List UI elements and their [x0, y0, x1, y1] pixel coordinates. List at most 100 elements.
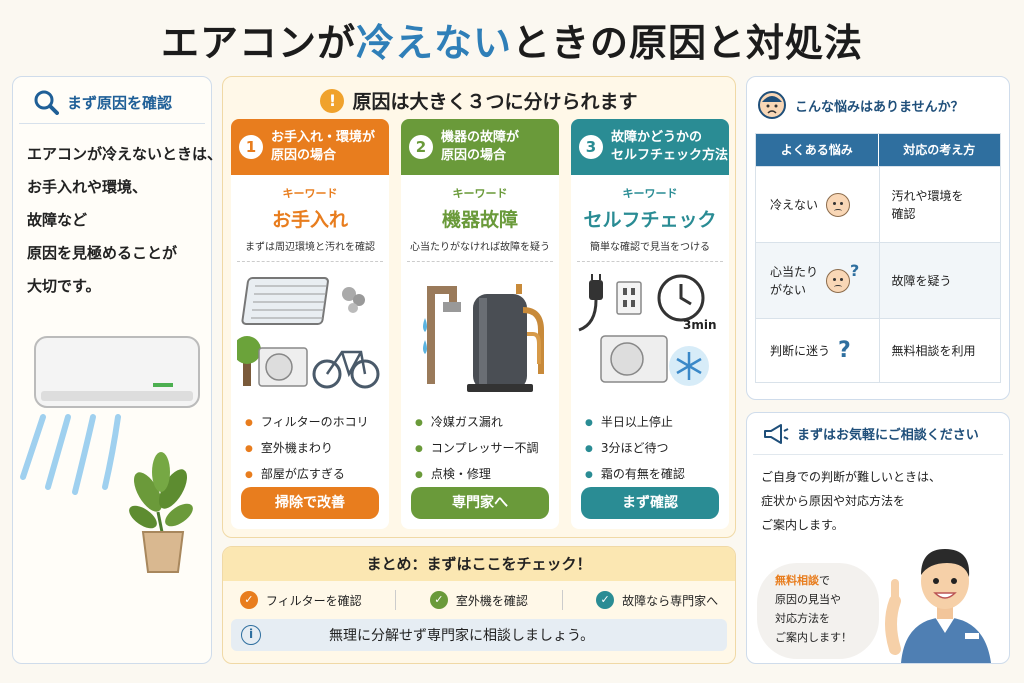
summary-item: ✓ 故障なら専門家へ: [596, 591, 718, 609]
question-icon: ?: [850, 261, 860, 280]
step-number: 1: [239, 135, 263, 159]
column-title: 故障かどうかの: [611, 130, 703, 145]
bullet-item: 半日以上停止: [585, 410, 729, 436]
bullet-item: 3分ほど待つ: [585, 436, 729, 462]
clean-button[interactable]: 掃除で改善: [241, 487, 379, 519]
response-text: 汚れや環境を: [891, 188, 964, 203]
step-number: 3: [579, 135, 603, 159]
summary-note-text: 無理に分解せず専門家に相談しましょう。: [329, 628, 595, 644]
left-line: エアコンが冷えないときは、: [27, 145, 223, 163]
question-icon: ?: [838, 338, 851, 363]
staff-person-illustration: [885, 549, 991, 663]
summary-item-label: 室外機を確認: [455, 593, 528, 608]
cause-column-maintenance: 1 お手入れ・環境が原因の場合 キーワード お手入れ まずは周辺環境と汚れを確認: [231, 119, 389, 529]
bubble-text: 対応方法を: [775, 612, 830, 625]
response-text: 無料相談を利用: [891, 343, 976, 358]
keyword: お手入れ: [271, 209, 348, 231]
summary-item-label: 故障なら専門家へ: [622, 593, 719, 608]
warning-icon: !: [320, 88, 345, 113]
column-title: 原因の場合: [441, 148, 507, 163]
worry-text: 冷えない: [770, 198, 819, 212]
left-line: 故障など: [27, 211, 88, 229]
summary-item: ✓ 室外機を確認: [429, 591, 528, 609]
consult-line: 症状から原因や対応方法を: [761, 494, 906, 508]
consult-line: ご案内します。: [761, 518, 844, 532]
keyword: セルフチェック: [583, 209, 717, 231]
worried-face-icon: [826, 268, 851, 293]
info-icon: i: [241, 625, 261, 645]
search-icon: [34, 90, 59, 115]
bubble-highlight: 無料相談: [775, 574, 819, 587]
causes-heading: 原因は大きく３つに分けられます: [352, 91, 638, 113]
keyword-label: キーワード: [622, 187, 678, 200]
table-header: よくある悩み: [756, 134, 879, 166]
table-row: 冷えない 汚れや環境を確認: [756, 166, 1000, 242]
check-icon: ✓: [596, 591, 615, 609]
causes-card: ! 原因は大きく３つに分けられます 1 お手入れ・環境が原因の場合 キーワード …: [222, 76, 736, 538]
left-line: お手入れや環境、: [27, 178, 148, 196]
bubble-text: ご案内します！: [775, 631, 852, 644]
bullet-item: コンプレッサー不調: [415, 436, 559, 462]
bullet-item: 部屋が広すぎる: [245, 462, 389, 488]
table-header: 対応の考え方: [903, 143, 976, 157]
bullet-item: 霜の有無を確認: [585, 462, 729, 488]
air-conditioner-illustration: [20, 336, 200, 573]
step-number: 2: [409, 135, 433, 159]
compressor-illustration: [423, 284, 544, 392]
page-title: エアコンが冷えないときの原因と対処法: [160, 21, 864, 65]
keyword-sub: 心当たりがなければ故障を疑う: [407, 238, 553, 262]
worry-text: 心当たり: [770, 264, 819, 279]
filter-bike-illustration: [233, 277, 380, 389]
speech-bubble: 無料相談で 原因の見当や 対応方法を ご案内します！: [757, 563, 879, 659]
cause-column-selfcheck: 3 故障かどうかのセルフチェック方法 キーワード セルフチェック 簡単な確認で見…: [571, 119, 729, 529]
worries-table: よくある悩み 対応の考え方 冷えない 汚れや環境を確認 心当たりがない? 故障を…: [755, 133, 1001, 383]
bubble-text: 原因の見当や: [775, 593, 841, 606]
left-line: 大切です。: [27, 277, 101, 295]
bullet-item: 冷媒ガス漏れ: [415, 410, 559, 436]
worries-card: こんな悩みはありませんか？ よくある悩み 対応の考え方 冷えない 汚れや環境を確…: [746, 76, 1010, 400]
keyword: 機器故障: [441, 209, 518, 231]
worried-face-icon: [758, 91, 786, 119]
consult-heading: まずはお気軽にご相談ください: [797, 428, 979, 443]
table-row: 判断に迷う? 無料相談を利用: [756, 318, 1000, 382]
bullet-item: フィルターのホコリ: [245, 410, 389, 436]
check-icon: ✓: [429, 591, 448, 609]
column-title: お手入れ・環境が: [271, 130, 376, 145]
summary-item-label: フィルターを確認: [265, 593, 362, 608]
timer-label: 3min: [683, 318, 717, 332]
megaphone-icon: [764, 423, 789, 444]
keyword-label: キーワード: [282, 187, 338, 200]
summary-item: ✓ フィルターを確認: [239, 591, 362, 609]
column-title: 原因の場合: [271, 148, 337, 163]
selfcheck-illustration: [578, 274, 709, 386]
left-heading: まず原因を確認: [67, 93, 173, 112]
column-title: セルフチェック方法: [611, 148, 729, 163]
response-text: 故障を疑う: [891, 273, 952, 288]
worries-heading: こんな悩みはありませんか？: [795, 99, 964, 115]
left-intro-card: まず原因を確認 エアコンが冷えないときは、 お手入れや環境、 故障など 原因を見…: [12, 76, 223, 664]
left-line: 原因を見極めることが: [27, 244, 178, 262]
divider: [561, 590, 563, 610]
summary-note: i 無理に分解せず専門家に相談しましょう。: [231, 619, 727, 651]
table-row: 心当たりがない? 故障を疑う: [756, 242, 1000, 318]
expert-button[interactable]: 専門家へ: [411, 487, 549, 519]
bullet-item: 点検・修理: [415, 462, 559, 488]
worried-face-icon: [826, 192, 851, 217]
summary-heading: まとめ：まずはここをチェック！: [223, 547, 735, 581]
consult-card: まずはお気軽にご相談ください ご自身での判断が難しいときは、 症状から原因や対応…: [746, 412, 1010, 664]
check-icon: ✓: [239, 591, 258, 609]
worry-text: 判断に迷う: [770, 344, 831, 358]
summary-card: まとめ：まずはここをチェック！ ✓ フィルターを確認 ✓ 室外機を確認 ✓ 故障…: [222, 546, 736, 664]
worry-text: がない: [770, 282, 807, 297]
keyword-sub: まずは周辺環境と汚れを確認: [237, 238, 383, 262]
cause-column-failure: 2 機器の故障が原因の場合 キーワード 機器故障 心当たりがなければ故障を疑う …: [401, 119, 559, 529]
response-text: 確認: [891, 206, 916, 221]
bubble-text: で: [819, 574, 830, 587]
keyword-label: キーワード: [452, 187, 508, 200]
check-first-button[interactable]: まず確認: [581, 487, 719, 519]
keyword-sub: 簡単な確認で見当をつける: [577, 238, 723, 262]
column-title: 機器の故障が: [441, 130, 520, 145]
bullet-item: 室外機まわり: [245, 436, 389, 462]
divider: [395, 590, 397, 610]
consult-line: ご自身での判断が難しいときは、: [761, 470, 942, 484]
